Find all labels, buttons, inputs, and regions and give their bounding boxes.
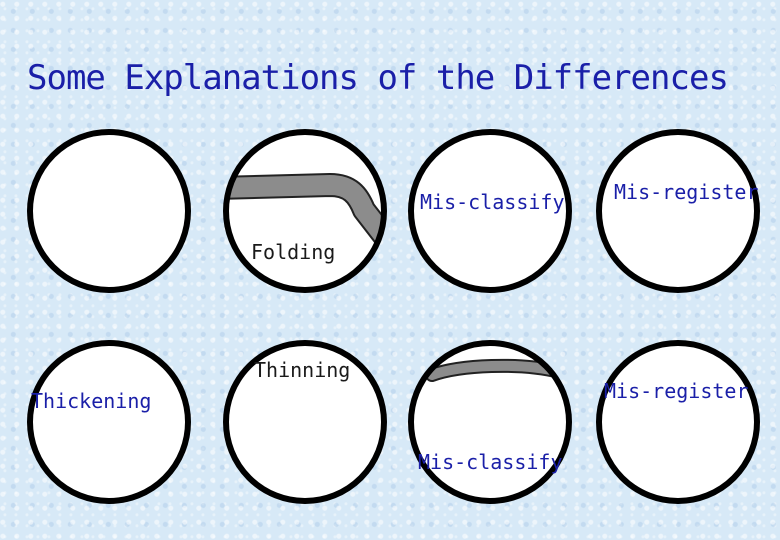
circle-baseline xyxy=(27,129,191,293)
circle-misregister-top xyxy=(596,129,760,293)
label-misregister-bottom: Mis-register xyxy=(604,379,749,403)
circle-thinning xyxy=(223,340,387,504)
label-misclassify-top: Mis-classify xyxy=(420,190,565,214)
label-thickening: Thickening xyxy=(31,389,152,413)
circle-misregister-bottom xyxy=(596,340,760,504)
label-misregister-top: Mis-register xyxy=(614,180,759,204)
circle-misclassify-bottom xyxy=(408,340,572,504)
label-folding: Folding xyxy=(251,240,336,264)
slide-title: Some Explanations of the Differences xyxy=(27,58,729,98)
label-thinning: Thinning xyxy=(254,358,351,382)
circle-folding xyxy=(223,129,387,293)
circle-thickening xyxy=(27,340,191,504)
label-misclassify-bottom: Mis-classify xyxy=(418,450,563,474)
circle-misclassify-top xyxy=(408,129,572,293)
